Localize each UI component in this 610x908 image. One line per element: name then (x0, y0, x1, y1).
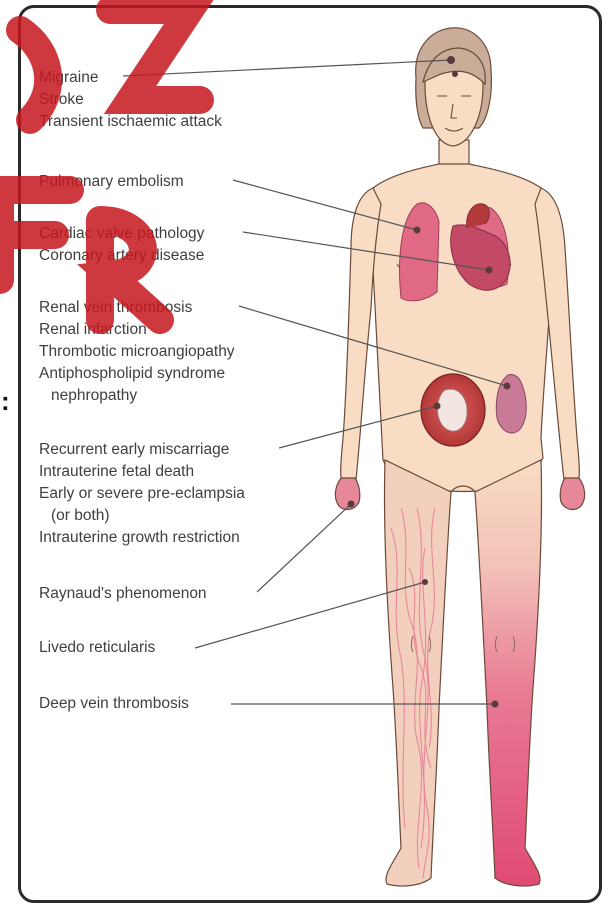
label-migraine: Migraine (39, 69, 98, 86)
label-preeclampsia-1: Early or severe pre-eclampsia (39, 485, 245, 502)
label-aps-nephropathy-2: nephropathy (51, 387, 137, 404)
label-aps-nephropathy-1: Antiphospholipid syndrome (39, 365, 225, 382)
aps-body-diagram: Migraine Stroke Transient ischaemic atta… (21, 8, 599, 900)
kidney (496, 375, 526, 433)
label-fetal-death: Intrauterine fetal death (39, 463, 194, 480)
female-body-figure (335, 28, 584, 886)
left-leg (384, 460, 451, 886)
label-raynaud: Raynaud's phenomenon (39, 585, 207, 602)
label-thrombotic: Thrombotic microangiopathy (39, 343, 235, 360)
label-cardiac-valve: Cardiac valve pathology (39, 225, 205, 242)
fetus (438, 389, 468, 431)
label-renal-infarction: Renal infarction (39, 321, 147, 338)
label-renal-vein: Renal vein thrombosis (39, 299, 193, 316)
figure-frame: Migraine Stroke Transient ischaemic atta… (18, 5, 602, 903)
label-coronary: Coronary artery disease (39, 247, 204, 264)
label-livedo: Livedo reticularis (39, 639, 156, 656)
label-miscarriage: Recurrent early miscarriage (39, 441, 229, 458)
label-preeclampsia-2: (or both) (51, 507, 110, 524)
left-hand (335, 478, 359, 509)
label-growth: Intrauterine growth restriction (39, 529, 240, 546)
label-stroke: Stroke (39, 91, 84, 108)
labels: Migraine Stroke Transient ischaemic atta… (39, 69, 245, 712)
side-mark: : (1, 388, 10, 414)
right-leg (475, 460, 542, 886)
label-pulmonary-embolism: Pulmonary embolism (39, 173, 184, 190)
label-dvt: Deep vein thrombosis (39, 695, 189, 712)
label-tia: Transient ischaemic attack (39, 113, 222, 130)
right-hand (560, 478, 584, 509)
